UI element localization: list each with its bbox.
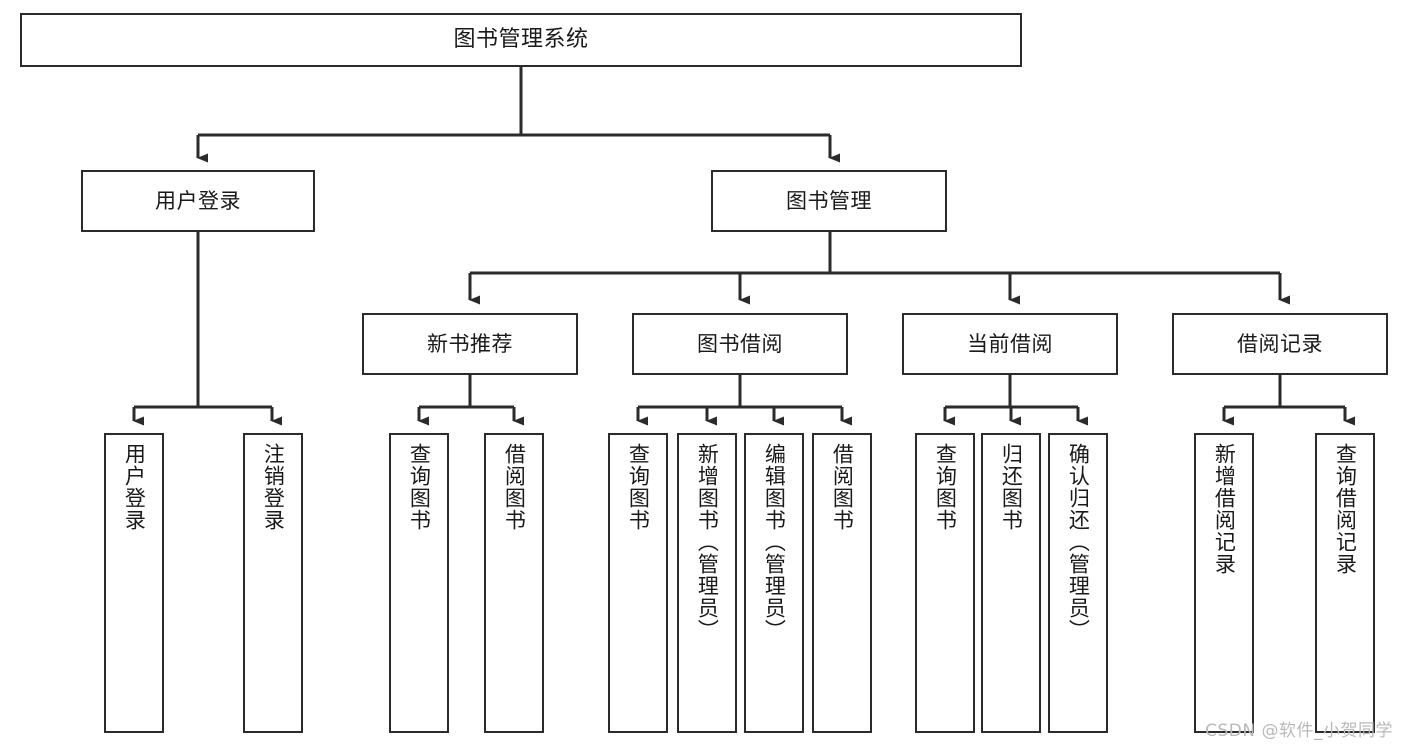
leaf-user-login-logout[interactable]: 注销登录 bbox=[243, 433, 303, 733]
node-label: 图书管理系统 bbox=[453, 27, 589, 53]
node-label: 用户登录 bbox=[122, 443, 147, 531]
node-label: 用户登录 bbox=[155, 188, 241, 213]
leaf-borrow-record-add-record[interactable]: 新增借阅记录 bbox=[1194, 433, 1254, 733]
node-root-system[interactable]: 图书管理系统 bbox=[20, 13, 1022, 67]
leaf-new-book-query-book[interactable]: 查询图书 bbox=[389, 433, 449, 733]
node-book-management[interactable]: 图书管理 bbox=[711, 170, 947, 232]
node-label: 新书推荐 bbox=[427, 331, 513, 356]
leaf-book-borrow-add-book[interactable]: 新增图书（管理员） bbox=[677, 433, 737, 733]
node-new-book-recommend[interactable]: 新书推荐 bbox=[362, 313, 578, 375]
node-label: 借阅图书 bbox=[830, 443, 855, 531]
node-label: 编辑图书（管理员） bbox=[762, 443, 787, 641]
leaf-book-borrow-edit-book[interactable]: 编辑图书（管理员） bbox=[744, 433, 804, 733]
node-label: 查询借阅记录 bbox=[1333, 443, 1358, 575]
node-book-borrow[interactable]: 图书借阅 bbox=[632, 313, 848, 375]
node-label: 注销登录 bbox=[261, 443, 286, 531]
node-current-borrow[interactable]: 当前借阅 bbox=[902, 313, 1118, 375]
node-user-login[interactable]: 用户登录 bbox=[81, 170, 315, 232]
node-label: 当前借阅 bbox=[967, 331, 1053, 356]
leaf-current-borrow-confirm-return[interactable]: 确认归还（管理员） bbox=[1048, 433, 1108, 733]
leaf-book-borrow-query-book[interactable]: 查询图书 bbox=[608, 433, 668, 733]
node-label: 查询图书 bbox=[933, 443, 958, 531]
leaf-borrow-record-query-record[interactable]: 查询借阅记录 bbox=[1315, 433, 1375, 733]
node-label: 图书管理 bbox=[786, 188, 872, 213]
leaf-current-borrow-return-book[interactable]: 归还图书 bbox=[981, 433, 1041, 733]
leaf-user-login-login[interactable]: 用户登录 bbox=[104, 433, 164, 733]
node-label: 查询图书 bbox=[407, 443, 432, 531]
node-label: 新增图书（管理员） bbox=[695, 443, 720, 641]
node-label: 新增借阅记录 bbox=[1212, 443, 1237, 575]
leaf-current-borrow-query-book[interactable]: 查询图书 bbox=[915, 433, 975, 733]
node-label: 确认归还（管理员） bbox=[1066, 443, 1091, 641]
node-label: 借阅记录 bbox=[1237, 331, 1323, 356]
leaf-new-book-borrow-book[interactable]: 借阅图书 bbox=[484, 433, 544, 733]
node-label: 查询图书 bbox=[626, 443, 651, 531]
node-label: 归还图书 bbox=[999, 443, 1024, 531]
node-label: 图书借阅 bbox=[697, 331, 783, 356]
leaf-book-borrow-borrow-book[interactable]: 借阅图书 bbox=[812, 433, 872, 733]
node-borrow-record[interactable]: 借阅记录 bbox=[1172, 313, 1388, 375]
node-label: 借阅图书 bbox=[502, 443, 527, 531]
